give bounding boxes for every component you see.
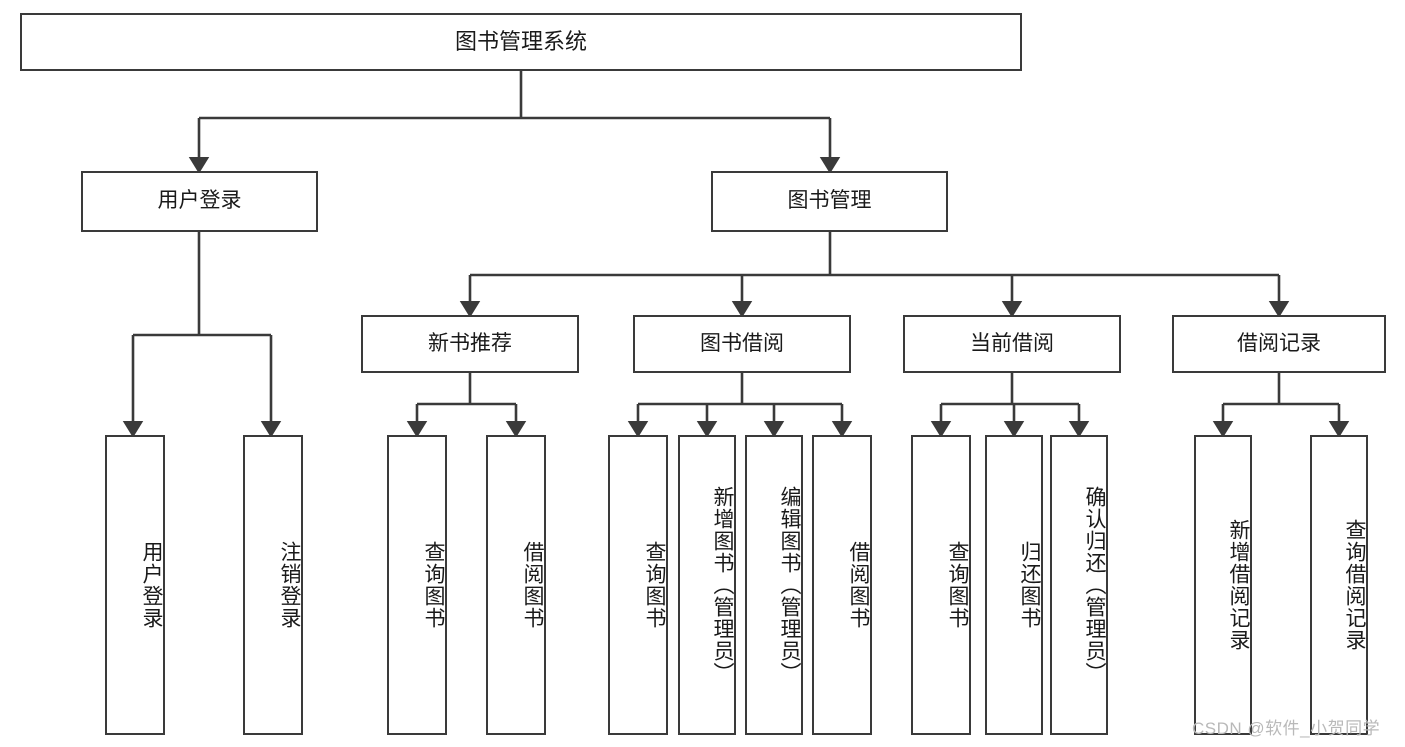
node-leaf-return-book[interactable]: 归还图书 <box>985 435 1043 735</box>
node-new-book-rec-label: 新书推荐 <box>428 331 512 355</box>
node-leaf-user-logout[interactable]: 注销登录 <box>243 435 303 735</box>
csdn-watermark: CSDN @软件_小贺同学 <box>1192 719 1381 738</box>
node-leaf-add-book-label: 新增图书（管理员） <box>711 486 734 684</box>
node-book-borrow-label: 图书借阅 <box>700 331 784 355</box>
node-root[interactable]: 图书管理系统 <box>20 13 1022 71</box>
node-new-book-rec[interactable]: 新书推荐 <box>361 315 579 373</box>
node-leaf-borrow-book-1[interactable]: 借阅图书 <box>486 435 546 735</box>
node-root-label: 图书管理系统 <box>454 29 587 55</box>
node-leaf-user-login[interactable]: 用户登录 <box>105 435 165 735</box>
node-user-login-label: 用户登录 <box>157 189 242 213</box>
node-leaf-edit-book-label: 编辑图书（管理员） <box>778 486 801 684</box>
node-leaf-confirm-return[interactable]: 确认归还（管理员） <box>1050 435 1108 735</box>
node-current-borrow-label: 当前借阅 <box>970 331 1054 355</box>
node-leaf-query-book-2[interactable]: 查询图书 <box>608 435 668 735</box>
node-leaf-add-record[interactable]: 新增借阅记录 <box>1194 435 1252 735</box>
node-leaf-edit-book[interactable]: 编辑图书（管理员） <box>745 435 803 735</box>
node-leaf-query-book-1-label: 查询图书 <box>422 541 445 629</box>
node-leaf-add-record-label: 新增借阅记录 <box>1227 519 1250 651</box>
node-leaf-query-book-3[interactable]: 查询图书 <box>911 435 971 735</box>
node-leaf-query-book-2-label: 查询图书 <box>643 541 666 629</box>
node-borrow-record-label: 借阅记录 <box>1237 331 1321 355</box>
node-leaf-borrow-book-2[interactable]: 借阅图书 <box>812 435 872 735</box>
node-leaf-query-book-1[interactable]: 查询图书 <box>387 435 447 735</box>
node-borrow-record[interactable]: 借阅记录 <box>1172 315 1386 373</box>
node-leaf-query-record-label: 查询借阅记录 <box>1343 519 1366 651</box>
node-leaf-borrow-book-1-label: 借阅图书 <box>521 541 544 629</box>
node-leaf-confirm-return-label: 确认归还（管理员） <box>1083 486 1106 684</box>
node-user-login[interactable]: 用户登录 <box>81 171 318 232</box>
node-leaf-borrow-book-2-label: 借阅图书 <box>847 541 870 629</box>
node-current-borrow[interactable]: 当前借阅 <box>903 315 1121 373</box>
node-leaf-user-logout-label: 注销登录 <box>278 541 301 629</box>
node-leaf-return-book-label: 归还图书 <box>1018 541 1041 629</box>
node-book-borrow[interactable]: 图书借阅 <box>633 315 851 373</box>
node-leaf-query-record[interactable]: 查询借阅记录 <box>1310 435 1368 735</box>
node-book-manage[interactable]: 图书管理 <box>711 171 948 232</box>
node-book-manage-label: 图书管理 <box>787 189 872 213</box>
node-leaf-add-book[interactable]: 新增图书（管理员） <box>678 435 736 735</box>
node-leaf-user-login-label: 用户登录 <box>140 541 163 629</box>
node-leaf-query-book-3-label: 查询图书 <box>946 541 969 629</box>
